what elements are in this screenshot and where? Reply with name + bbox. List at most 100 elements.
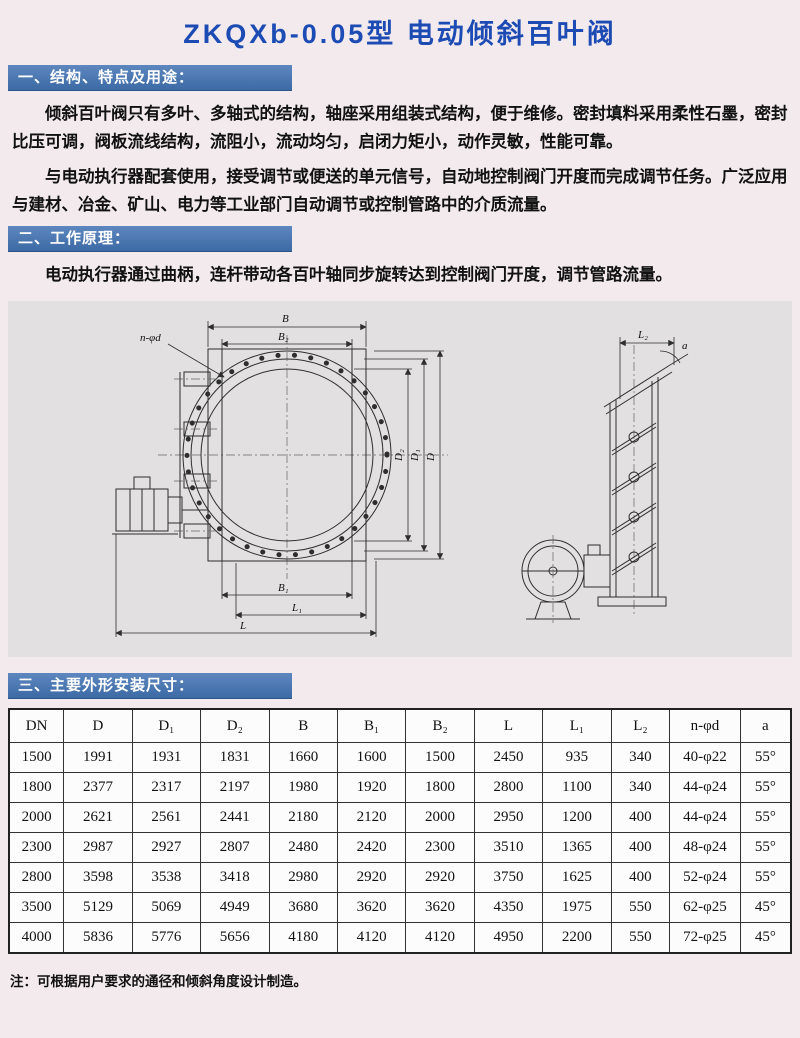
table-cell: 2980 [268,862,338,894]
column-header: B₁ [336,708,407,744]
louver-blades [611,422,657,576]
table-cell: 1980 [268,772,338,804]
table-cell: 5836 [63,922,133,954]
table-cell: 1500 [405,742,475,774]
side-view: L₂ a [521,329,689,623]
dim-label-B2: B₂ [278,331,289,343]
table-cell: 55° [739,802,792,834]
table-cell: 5656 [200,922,270,954]
table-cell: 935 [542,742,612,774]
table-cell: 2561 [131,802,202,834]
table-cell: 44-φ24 [669,772,741,804]
paragraph-structure-1: 倾斜百叶阀只有多叶、多轴式的结构，轴座采用组装式结构，便于维修。密封填料采用柔性… [12,105,788,152]
paragraph-principle: 电动执行器通过曲柄，连杆带动各百叶轴同步旋转达到控制阀门开度，调节管路流量。 [45,265,672,284]
dim-label-L1: L₁ [291,602,302,614]
section-heading-label: 一、结构、特点及用途： [18,69,195,86]
table-cell: 400 [610,862,671,894]
table-cell: 62-φ25 [669,892,741,924]
table-cell: 2180 [268,802,338,834]
table-cell: 5776 [131,922,202,954]
dim-label-B1: B₁ [278,582,289,594]
table-cell: 1365 [542,832,612,864]
table-cell: 2950 [473,802,544,834]
section-heading-label: 三、主要外形安装尺寸： [18,676,195,694]
column-header: L [473,708,544,744]
table-cell: 52-φ24 [669,862,741,894]
table-cell: 2800 [8,862,65,894]
dimension-lines-front: B B₂ n-φd D₂ D₁ [115,313,444,637]
table-cell: 340 [610,772,671,804]
table-cell: 2200 [542,922,612,954]
electric-actuator [112,476,208,535]
table-cell: 4949 [200,892,270,924]
table-cell: 4120 [336,922,407,954]
section-heading-dimensions: 三、主要外形安装尺寸： [8,672,292,698]
dim-label-D1: D₁ [409,449,421,462]
table-cell: 1920 [336,772,407,804]
shaft-brackets [174,371,220,539]
dim-label-L: L [239,620,246,632]
table-cell: 400 [610,832,671,864]
bolt-ring [184,352,390,558]
table-cell: 1991 [63,742,133,774]
table-cell: 2000 [405,802,475,834]
column-header: n-φd [669,708,741,744]
table-cell: 1975 [542,892,612,924]
table-cell: 55° [739,832,792,864]
column-header: D [63,708,133,744]
table-cell: 4350 [473,892,544,924]
dim-label-a: a [682,340,688,352]
dim-label-n-phi-d: n-φd [140,332,161,344]
column-header: DN [8,708,65,744]
table-cell: 1600 [336,742,407,774]
column-header: L₂ [610,708,671,744]
table-cell: 2120 [336,802,407,834]
column-header: D₂ [200,708,270,744]
table-cell: 48-φ24 [669,832,741,864]
table-cell: 3598 [63,862,133,894]
table-cell: 40-φ22 [669,742,741,774]
table-cell: 4000 [8,922,65,954]
section-heading-label: 二、工作原理： [18,229,131,247]
paragraph-structure-2: 与电动执行器配套使用，接受调节或便送的单元信号，自动地控制阀门开度而完成调节任务… [12,167,788,215]
table-cell: 3620 [405,892,475,924]
table-cell: 2920 [336,862,407,894]
column-header: D₁ [131,708,202,744]
table-cell: 3750 [473,862,544,894]
table-cell: 55° [739,862,792,894]
table-cell: 3680 [268,892,338,924]
table-cell: 3500 [8,892,65,924]
table-cell: 2197 [200,772,270,804]
table-cell: 4180 [268,922,338,954]
table-cell: 1800 [405,772,475,804]
page-title: ZKQXb-0.05型 电动倾斜百叶阀 [183,19,617,49]
table-cell: 2927 [131,832,202,864]
column-header: B₂ [405,708,475,744]
table-cell: 2300 [405,832,475,864]
table-cell: 1831 [200,742,270,774]
column-header: L₁ [542,708,612,744]
valve-drawing-svg: B B₂ n-φd D₂ D₁ [112,313,689,637]
handwheel-drive [521,534,611,623]
table-cell: 44-φ24 [669,802,741,834]
table-cell: 4120 [405,922,475,954]
table-cell: 55° [739,772,792,804]
table-cell: 2000 [8,802,65,834]
table-cell: 45° [739,922,792,954]
table-cell: 1660 [268,742,338,774]
footnote: 注：可根据用户要求的通径和倾斜角度设计制造。 [10,973,307,989]
table-cell: 5129 [63,892,133,924]
table-cell: 2420 [336,832,407,864]
front-view [112,334,448,579]
table-cell: 2480 [268,832,338,864]
table-cell: 3510 [473,832,544,864]
section-heading-principle: 二、工作原理： [8,225,292,251]
